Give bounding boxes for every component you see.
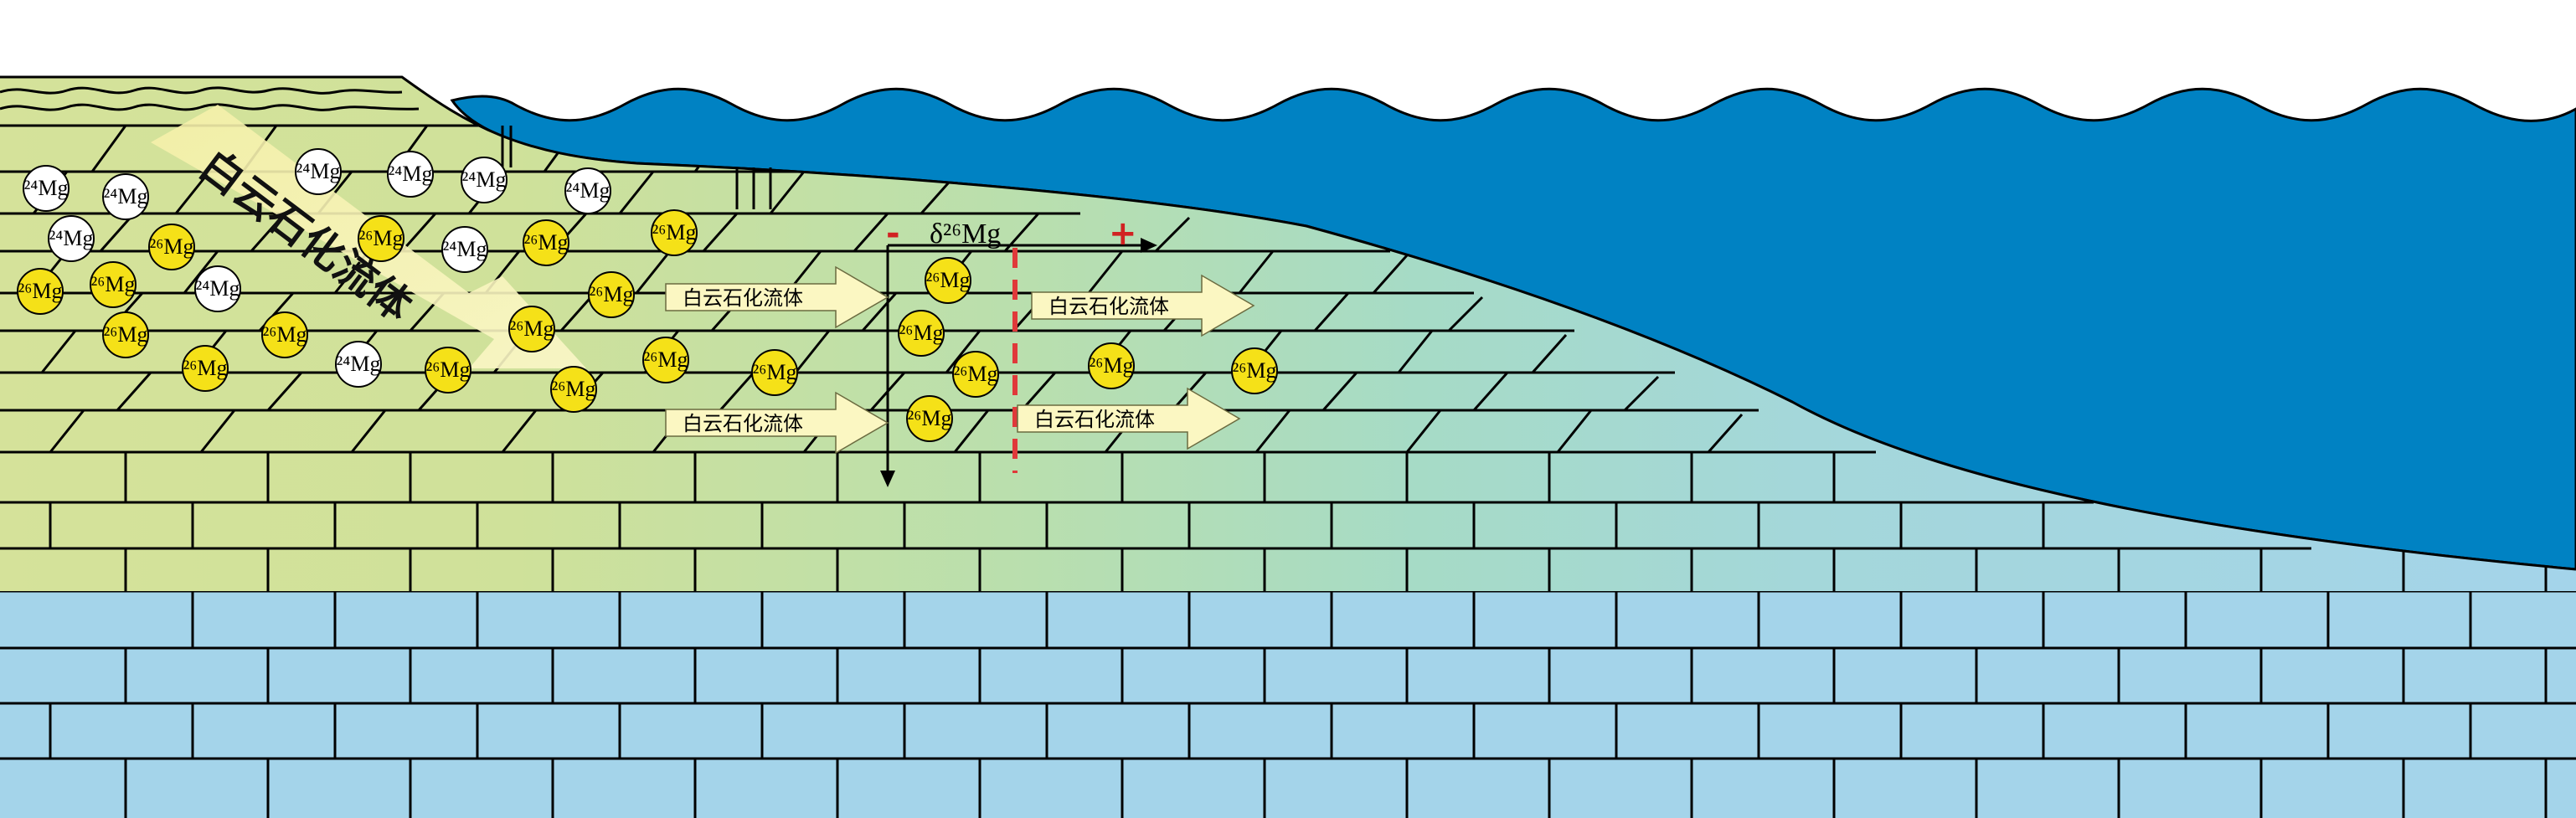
- mg26-ion-label: ²⁶Mg: [510, 316, 554, 341]
- flow-arrow: 白云石化流体: [1031, 274, 1255, 337]
- flow-arrow: 白云石化流体: [665, 391, 889, 455]
- mg26-ion: ²⁶Mg: [925, 257, 971, 304]
- mg26-ion-label: ²⁶Mg: [91, 272, 136, 296]
- mg26-ion: ²⁶Mg: [651, 209, 698, 256]
- mg26-ion: ²⁶Mg: [90, 261, 137, 308]
- mg24-ion-label: ²⁴Mg: [566, 178, 611, 203]
- minus-sign: -: [886, 214, 900, 253]
- mg26-ion: ²⁶Mg: [1088, 342, 1135, 389]
- top-bed-joints: [501, 126, 772, 209]
- mg24-ion-label: ²⁴Mg: [49, 226, 94, 250]
- mg26-ion: ²⁶Mg: [642, 337, 689, 383]
- mg26-ion-label: ²⁶Mg: [652, 220, 697, 244]
- mg24-ion: ²⁴Mg: [387, 151, 434, 198]
- mg26-ion: ²⁶Mg: [358, 215, 404, 262]
- mg26-ion: ²⁶Mg: [17, 268, 64, 315]
- mg26-ion: ²⁶Mg: [523, 219, 569, 266]
- axis-label: δ²⁶Mg: [930, 219, 1001, 250]
- mg26-ion: ²⁶Mg: [952, 351, 999, 398]
- mg24-ion-label: ²⁴Mg: [196, 276, 240, 301]
- top-laminations: [0, 86, 420, 111]
- mg24-ion: ²⁴Mg: [335, 341, 382, 388]
- mg24-ion-label: ²⁴Mg: [24, 176, 69, 200]
- mg24-ion-label: ²⁴Mg: [104, 184, 148, 208]
- flow-arrow: 白云石化流体: [1017, 387, 1241, 450]
- mg24-ion: ²⁴Mg: [102, 173, 149, 220]
- mg24-ion-label: ²⁴Mg: [443, 237, 487, 261]
- mg26-ion-label: ²⁶Mg: [104, 322, 148, 347]
- delta-mg-axis: - + δ²⁶Mg: [880, 214, 1157, 487]
- mg26-ion: ²⁶Mg: [182, 345, 229, 392]
- platform-outline: [0, 75, 2576, 571]
- mg26-ion-label: ²⁶Mg: [590, 282, 634, 306]
- flow-arrow-label: 白云石化流体: [1034, 408, 1155, 431]
- mg26-ion-label: ²⁶Mg: [644, 347, 688, 372]
- mg26-ion-label: ²⁶Mg: [1233, 358, 1277, 383]
- plus-sign: +: [1109, 214, 1137, 253]
- mg26-ion-label: ²⁶Mg: [908, 406, 952, 430]
- flow-arrow-label: 白云石化流体: [683, 412, 803, 435]
- mg26-ion-label: ²⁶Mg: [954, 362, 998, 386]
- mg26-ion: ²⁶Mg: [550, 366, 597, 413]
- mg24-ion: ²⁴Mg: [461, 157, 507, 203]
- mg24-ion: ²⁴Mg: [295, 148, 342, 195]
- mg26-ion: ²⁶Mg: [1231, 347, 1278, 394]
- mg26-ion-label: ²⁶Mg: [359, 226, 404, 250]
- mg26-ion-label: ²⁶Mg: [18, 279, 63, 303]
- flow-arrow-label: 白云石化流体: [1048, 295, 1169, 318]
- mg24-ion-label: ²⁴Mg: [389, 162, 433, 186]
- mg24-ion: ²⁴Mg: [48, 215, 95, 262]
- mg24-ion: ²⁴Mg: [441, 226, 488, 273]
- mg26-ion: ²⁶Mg: [898, 310, 945, 357]
- mg26-ion: ²⁶Mg: [102, 311, 149, 358]
- mg26-ion: ²⁶Mg: [906, 395, 953, 442]
- mg26-ion-label: ²⁶Mg: [263, 322, 307, 347]
- mg24-ion: ²⁴Mg: [23, 165, 70, 212]
- flow-arrow-label: 白云石化流体: [683, 286, 803, 310]
- mg26-ion-label: ²⁶Mg: [926, 268, 971, 292]
- mg26-ion: ²⁶Mg: [751, 349, 798, 396]
- mg24-ion: ²⁴Mg: [194, 265, 241, 312]
- mg26-ion-label: ²⁶Mg: [524, 230, 569, 255]
- mg24-ion-label: ²⁴Mg: [462, 167, 507, 192]
- mg26-ion-label: ²⁶Mg: [426, 358, 471, 382]
- mg26-ion-label: ²⁶Mg: [753, 360, 797, 384]
- mg26-ion: ²⁶Mg: [148, 224, 195, 270]
- mg26-ion-label: ²⁶Mg: [552, 377, 596, 401]
- mg26-ion: ²⁶Mg: [261, 311, 308, 358]
- mg24-ion-label: ²⁴Mg: [296, 159, 341, 183]
- mg-ions: ²⁴Mg ²⁴Mg ²⁴Mg ²⁴Mg ²⁴Mg ²⁴Mg ²⁴Mg ²⁴Mg ²⁴Mg ²⁴Mg…: [17, 148, 1278, 442]
- mg26-ion: ²⁶Mg: [588, 271, 635, 318]
- mg26-ion: ²⁶Mg: [508, 306, 555, 352]
- mg26-ion: ²⁶Mg: [425, 347, 471, 394]
- mg26-ion-label: ²⁶Mg: [183, 356, 228, 380]
- mg24-ion: ²⁴Mg: [564, 167, 611, 214]
- mg24-ion-label: ²⁴Mg: [337, 352, 381, 376]
- mg26-ion-label: ²⁶Mg: [1090, 353, 1134, 378]
- mg26-ion-label: ²⁶Mg: [899, 321, 944, 345]
- basement: [0, 591, 2576, 818]
- flow-arrow: 白云石化流体: [665, 265, 889, 329]
- mg26-ion-label: ²⁶Mg: [150, 234, 194, 259]
